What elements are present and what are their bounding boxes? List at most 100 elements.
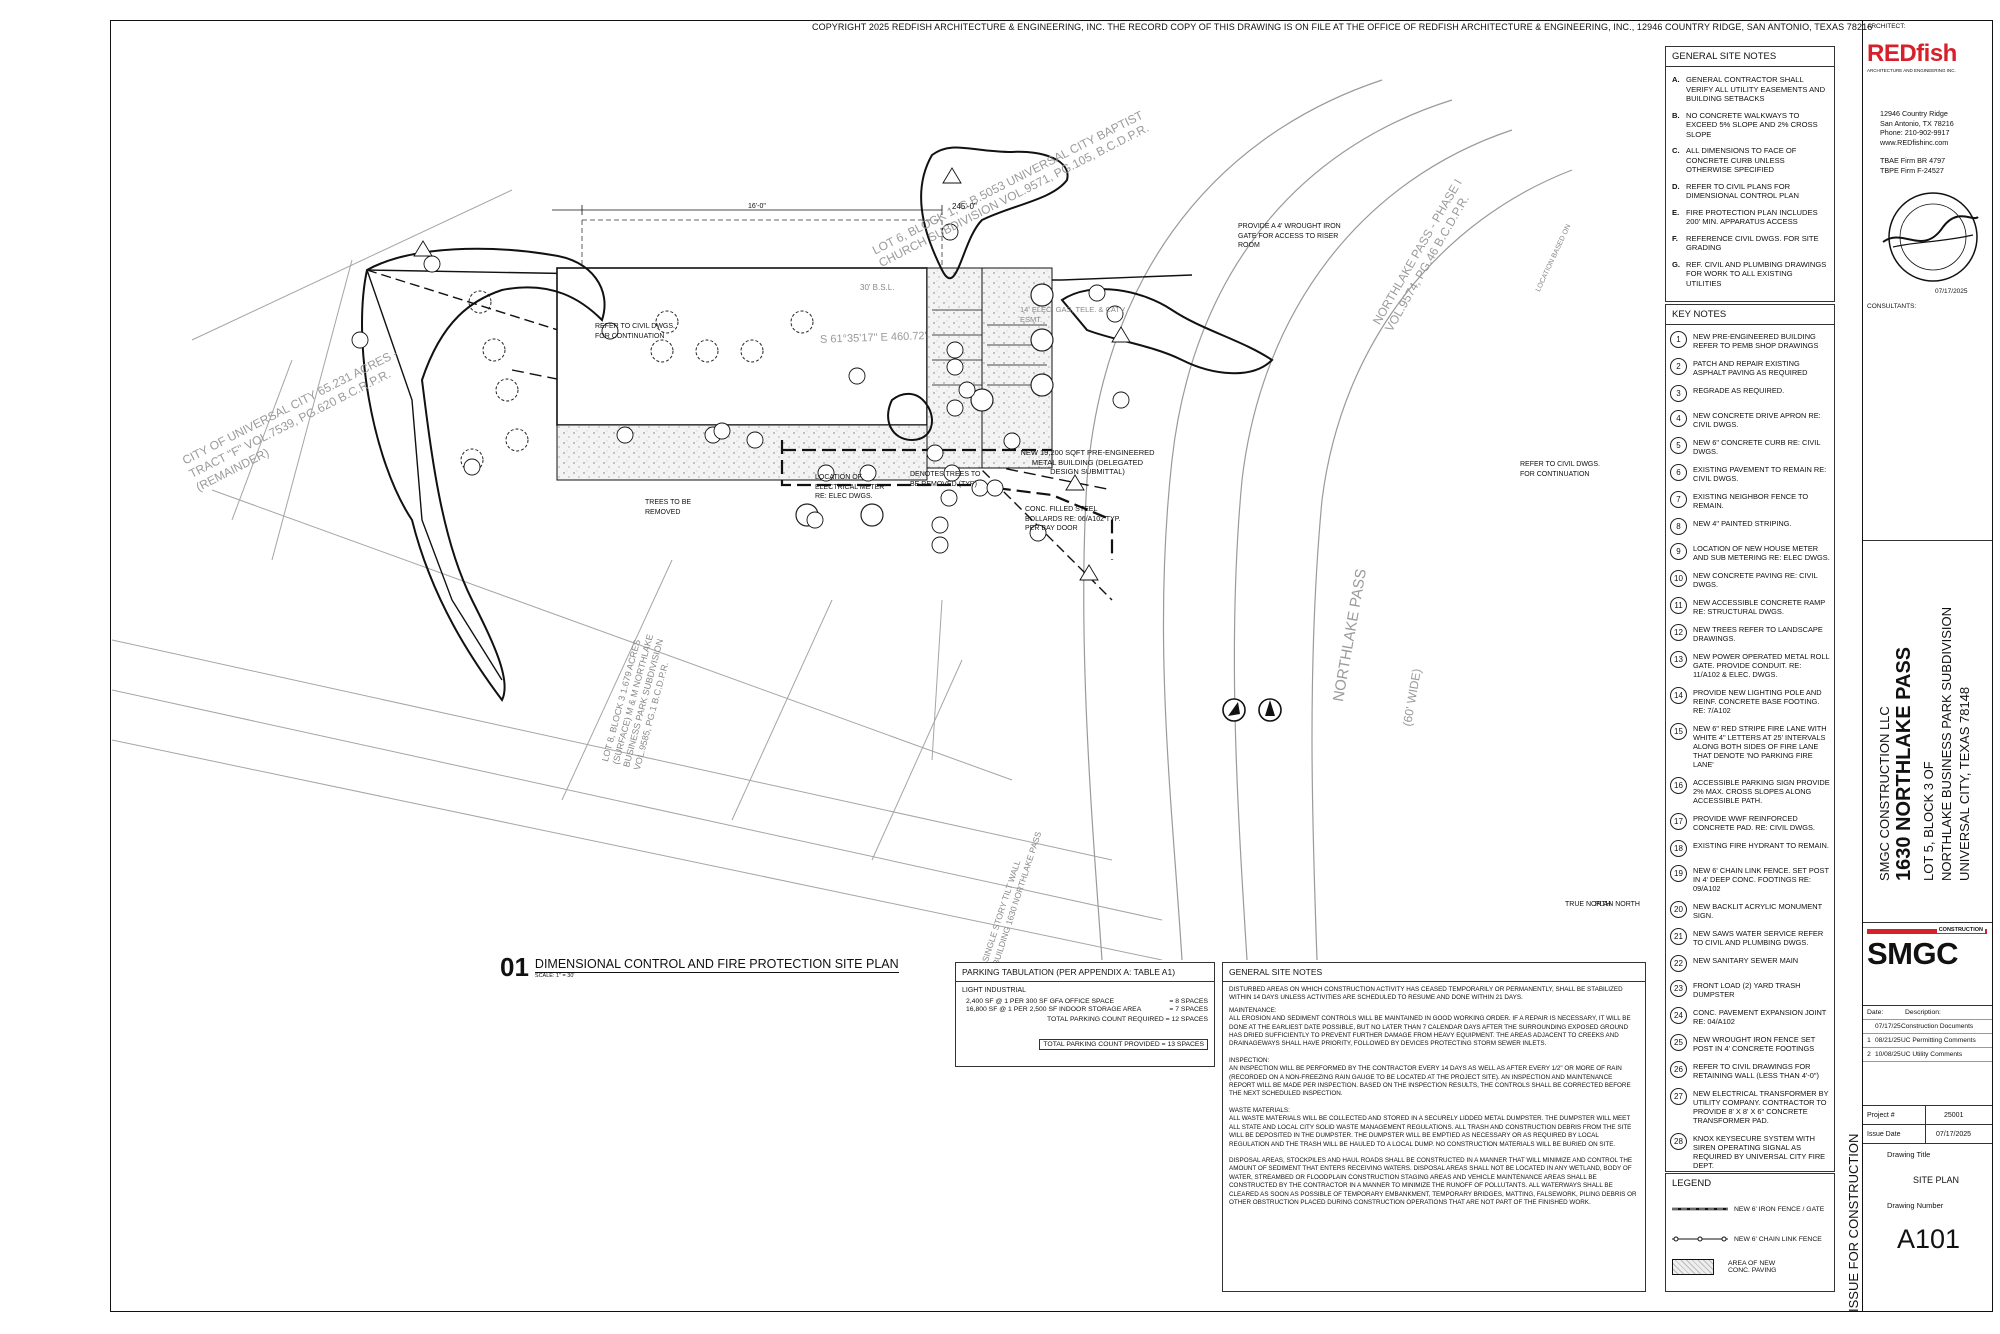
key-note-text: NEW PRE-ENGINEERED BUILDING REFER TO PEM… bbox=[1693, 332, 1819, 350]
gsn-item: C.ALL DIMENSIONS TO FACE OF CONCRETE CUR… bbox=[1672, 146, 1797, 174]
key-note-number: 1 bbox=[1670, 331, 1687, 348]
key-note-number: 7 bbox=[1670, 491, 1687, 508]
label-dim-245: 245'-0" bbox=[952, 202, 977, 211]
project-meta: Project # 25001 Issue Date 07/17/2025 Dr… bbox=[1863, 1105, 1992, 1255]
key-note-text: REGRADE AS REQUIRED. bbox=[1693, 386, 1785, 395]
key-note-item: 20 NEW BACKLIT ACRYLIC MONUMENT SIGN. bbox=[1670, 901, 1830, 920]
title-block: ARCHITECT: REDfish ARCHITECTURE AND ENGI… bbox=[1862, 20, 1993, 1312]
label-plan-north: PLAN NORTH bbox=[1595, 901, 1640, 908]
parking-provided: TOTAL PARKING COUNT PROVIDED = 13 SPACES bbox=[1039, 1038, 1208, 1050]
conc-paving-symbol bbox=[1672, 1259, 1714, 1275]
project-subdivision: NORTHLAKE BUSINESS PARK SUBDIVISION bbox=[1939, 606, 1954, 881]
copyright-line: COPYRIGHT 2025 REDFISH ARCHITECTURE & EN… bbox=[812, 22, 1873, 32]
label-wrought-iron: PROVIDE A 4' WROUGHT IRON GATE FOR ACCES… bbox=[1238, 223, 1341, 249]
parking-row-2-left: 16,800 SF @ 1 PER 2,500 SF INDOOR STORAG… bbox=[966, 1005, 1142, 1013]
gsn-item: G.REF. CIVIL AND PLUMBING DRAWINGS FOR W… bbox=[1672, 259, 1827, 288]
drawing-title-block: 01 DIMENSIONAL CONTROL AND FIRE PROTECTI… bbox=[500, 952, 899, 982]
key-note-text: EXISTING NEIGHBOR FENCE TO REMAIN. bbox=[1693, 492, 1809, 510]
key-note-text: EXISTING PAVEMENT TO REMAIN RE: CIVIL DW… bbox=[1693, 465, 1827, 483]
key-note-item: 9 LOCATION OF NEW HOUSE METER AND SUB MET… bbox=[1670, 543, 1830, 562]
key-note-number: 9 bbox=[1670, 543, 1687, 560]
key-note-number: 21 bbox=[1670, 928, 1687, 945]
issue-date: 07/17/2025 bbox=[1925, 1125, 1971, 1143]
key-note-text: REFER TO CIVIL DRAWINGS FOR RETAINING WA… bbox=[1693, 1062, 1820, 1080]
key-note-text: NEW POWER OPERATED METAL ROLL GATE. PROV… bbox=[1693, 652, 1830, 679]
key-note-number: 12 bbox=[1670, 624, 1687, 641]
revision-date: 07/17/25 bbox=[1875, 1023, 1901, 1030]
key-note-number: 14 bbox=[1670, 687, 1687, 704]
legend-title: LEGEND bbox=[1672, 1178, 1712, 1189]
drawing-title: DIMENSIONAL CONTROL AND FIRE PROTECTION … bbox=[534, 957, 899, 973]
drawing-number-tag: 01 bbox=[500, 952, 529, 982]
revision-desc: UC Permitting Comments bbox=[1901, 1037, 1976, 1044]
gnb-heading-inspection: INSPECTION: bbox=[1229, 1056, 1270, 1064]
gsn-item: A.GENERAL CONTRACTOR SHALL VERIFY ALL UT… bbox=[1672, 75, 1826, 103]
revision-date: 10/08/25 bbox=[1875, 1051, 1901, 1058]
gnb-paragraph-disposal: DISPOSAL AREAS, STOCKPILES AND HAUL ROAD… bbox=[1229, 1156, 1637, 1206]
label-refer-civil-right: REFER TO CIVIL DWGS. FOR CONTINUATION bbox=[1520, 461, 1600, 478]
revision-desc: UC Utility Comments bbox=[1901, 1051, 1963, 1058]
gsn-item: E.FIRE PROTECTION PLAN INCLUDES 200' MIN… bbox=[1672, 207, 1818, 227]
key-note-text: PATCH AND REPAIR EXISTING ASPHALT PAVING… bbox=[1693, 359, 1808, 377]
legend: LEGEND NEW 6' IRON FENCE / GATE NEW 6' C… bbox=[1665, 1173, 1835, 1292]
key-note-text: NEW BACKLIT ACRYLIC MONUMENT SIGN. bbox=[1693, 902, 1822, 920]
gnb-paragraph-inspection: AN INSPECTION WILL BE PERFORMED BY THE C… bbox=[1229, 1065, 1631, 1098]
general-notes-bottom: GENERAL SITE NOTES DISTURBED AREAS ON WH… bbox=[1222, 962, 1646, 1292]
address-line: Phone: 210-902-9917 bbox=[1880, 128, 1950, 137]
project-client: SMGC CONSTRUCTION LLC bbox=[1877, 706, 1892, 881]
label-elec-esmt: 14' ELEC. GAS, TELE. & CATV ESMT. bbox=[1020, 305, 1125, 324]
key-note-item: 12 NEW TREES REFER TO LANDSCAPE DRAWINGS. bbox=[1670, 624, 1830, 643]
key-note-number: 26 bbox=[1670, 1061, 1687, 1078]
key-note-text: FRONT LOAD (2) YARD TRASH DUMPSTER bbox=[1693, 981, 1801, 999]
general-site-notes-list: A.GENERAL CONTRACTOR SHALL VERIFY ALL UT… bbox=[1666, 67, 1834, 288]
key-note-text: PROVIDE WWF REINFORCED CONCRETE PAD. RE:… bbox=[1693, 814, 1815, 832]
legend-iron-fence: NEW 6' IRON FENCE / GATE bbox=[1734, 1205, 1825, 1213]
key-note-number: 20 bbox=[1670, 901, 1687, 918]
project-address: 1630 NORTHLAKE PASS bbox=[1893, 646, 1915, 881]
label-denote-trees: DENOTES TREES TO BE REMOVED (TYP) bbox=[910, 471, 981, 488]
parking-row-1-left: 2,400 SF @ 1 PER 300 SF GFA OFFICE SPACE bbox=[966, 997, 1115, 1005]
drawing-title-value: SITE PLAN bbox=[1913, 1175, 1960, 1185]
trees-to-remove bbox=[460, 290, 814, 472]
key-note-item: 21 NEW SAWS WATER SERVICE REFER TO CIVIL … bbox=[1670, 928, 1830, 947]
revision-clouds bbox=[361, 146, 1274, 702]
key-note-number: 23 bbox=[1670, 980, 1687, 997]
key-note-number: 3 bbox=[1670, 385, 1687, 402]
contractor-logo: CONSTRUCTION SMGC bbox=[1863, 922, 1992, 1008]
key-note-text: NEW 6' CHAIN LINK FENCE. SET POST IN 4' … bbox=[1693, 866, 1829, 893]
key-note-text: NEW CONCRETE PAVING RE: CIVIL DWGS. bbox=[1693, 571, 1818, 589]
sheet-border bbox=[110, 20, 1993, 1312]
key-note-text: NEW CONCRETE DRIVE APRON RE: CIVIL DWGS. bbox=[1693, 411, 1821, 429]
new-trees bbox=[795, 283, 1054, 527]
chain-fence-symbol bbox=[1672, 1236, 1728, 1242]
gnb-heading-waste: WASTE MATERIALS: bbox=[1229, 1106, 1290, 1114]
key-note-number: 6 bbox=[1670, 464, 1687, 481]
key-note-text: NEW SAWS WATER SERVICE REFER TO CIVIL AN… bbox=[1693, 929, 1824, 947]
gnb-heading-maintenance: MAINTENANCE: bbox=[1229, 1006, 1277, 1014]
label-bollards: CONC. FILLED STEEL BOLLARDS RE: 06/A102 … bbox=[1025, 506, 1121, 532]
label-elec-meter: LOCATION OF ELECTRICAL METER RE: ELEC DW… bbox=[815, 474, 885, 500]
key-note-text: NEW SANITARY SEWER MAIN bbox=[1693, 956, 1799, 965]
general-site-notes: GENERAL SITE NOTES A.GENERAL CONTRACTOR … bbox=[1665, 46, 1835, 302]
building-outline bbox=[556, 267, 928, 426]
key-note-number: 15 bbox=[1670, 723, 1687, 740]
address-line: www.REDfishinc.com bbox=[1880, 137, 1949, 147]
revision-mark: 1 bbox=[1867, 1037, 1871, 1044]
neighbor-lines bbox=[112, 189, 1163, 960]
revision-mark: 2 bbox=[1867, 1051, 1871, 1058]
key-note-text: NEW TREES REFER TO LANDSCAPE DRAWINGS. bbox=[1693, 625, 1823, 643]
project-lot: LOT 5, BLOCK 3 OF bbox=[1921, 761, 1936, 881]
architect-label: ARCHITECT: bbox=[1867, 23, 1906, 30]
key-note-text: LOCATION OF NEW HOUSE METER AND SUB METE… bbox=[1693, 544, 1830, 562]
revision-date: 08/21/25 bbox=[1875, 1037, 1901, 1044]
